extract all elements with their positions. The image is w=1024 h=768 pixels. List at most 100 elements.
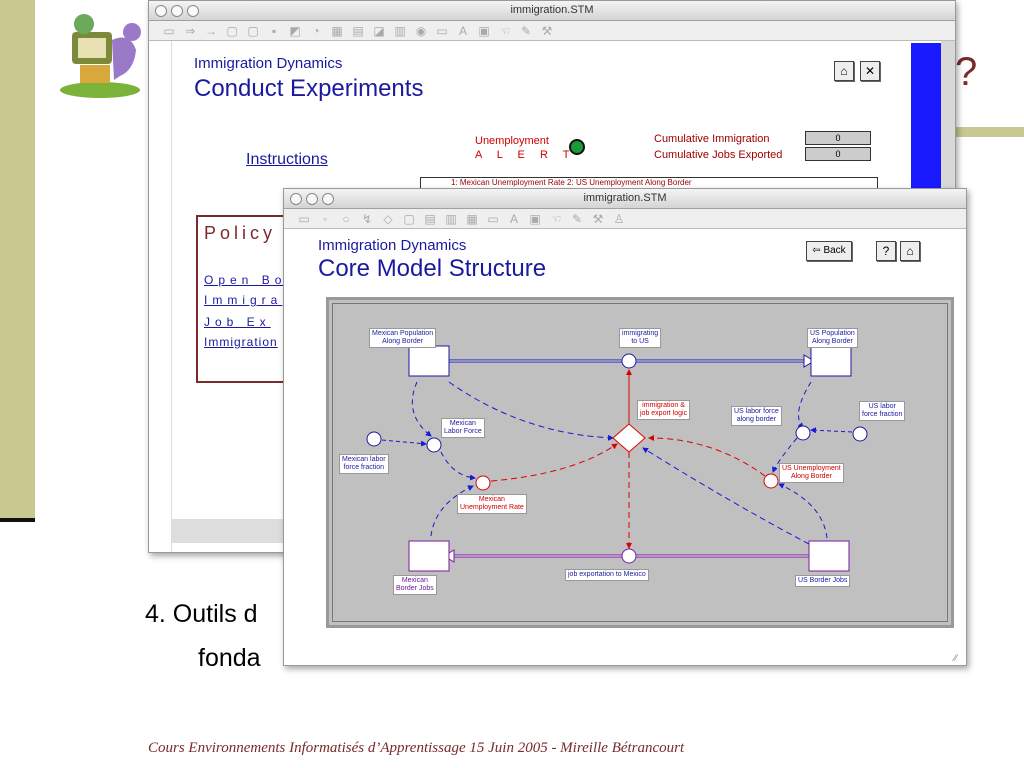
policy-link-open-border[interactable]: Open Bo [204, 273, 287, 287]
brush-tool-icon[interactable]: ✎ [520, 23, 532, 38]
label-us-labor-fraction: US labor force fraction [859, 401, 906, 421]
ghost-tool-icon[interactable]: ♙ [613, 211, 625, 226]
converter-logic[interactable] [612, 423, 646, 453]
window-titlebar[interactable]: immigration.STM [149, 1, 955, 21]
home-button[interactable]: ⌂ [834, 61, 854, 81]
tool-icon[interactable]: ▭ [298, 211, 310, 226]
us-labor-to-unemp-link [772, 437, 798, 473]
tool-icon[interactable]: ◉ [415, 23, 427, 38]
bullet-line-1: 4. Outils d [145, 600, 258, 628]
tool-icon[interactable]: ▥ [445, 211, 457, 226]
window-core-model-structure: immigration.STM ▭ ◦ ○ ↯ ◇ ▢ ▤ ▥ ▦ ▭ A ▣ … [283, 188, 967, 666]
text-tool-icon[interactable]: A [509, 211, 518, 226]
flow-valve-job-export[interactable] [621, 548, 637, 564]
tool-icon[interactable]: ▤ [424, 211, 436, 226]
tool-icon[interactable]: ▪ [271, 23, 277, 38]
page-title: Conduct Experiments [194, 75, 424, 102]
wand-tool-icon[interactable]: ⚒ [592, 211, 604, 226]
minimize-window-button[interactable] [306, 193, 318, 205]
label-us-labor-force: US labor force along border [731, 406, 782, 426]
mex-labor-to-unemp-link [440, 451, 476, 481]
stock-mexican-population[interactable] [408, 345, 450, 377]
tool-icon[interactable]: ◪ [373, 23, 385, 38]
label-us-population: US Population Along Border [807, 328, 858, 348]
tool-icon[interactable]: ▥ [394, 23, 406, 38]
stock-us-population[interactable] [810, 345, 852, 377]
tool-icon[interactable]: ○ [342, 211, 350, 226]
diagram-canvas: Mexican Population Along Border US Popul… [332, 303, 948, 622]
minimize-window-button[interactable] [171, 5, 183, 17]
zoom-window-button[interactable] [322, 193, 334, 205]
hand-tool-icon[interactable]: ☜ [550, 211, 562, 226]
resize-grip-icon[interactable]: ⁄⁄ [954, 653, 958, 663]
stock-us-jobs[interactable] [808, 540, 850, 572]
label-mexican-jobs: Mexican Border Jobs [393, 575, 437, 595]
tool-palette: ▭ ◦ ○ ↯ ◇ ▢ ▤ ▥ ▦ ▭ A ▣ ☜ ✎ ⚒ ♙ [284, 209, 966, 229]
alert-indicator [569, 139, 585, 155]
tool-icon[interactable]: ◦ [322, 211, 328, 226]
tool-icon[interactable]: ▦ [331, 23, 343, 38]
label-us-unemployment: US Unemployment Along Border [779, 463, 844, 483]
title-accent-rule [920, 127, 1024, 137]
tool-icon[interactable]: ▢ [247, 23, 259, 38]
close-button[interactable]: ✕ [860, 61, 880, 81]
tool-icon[interactable]: ▤ [352, 23, 364, 38]
tool-icon[interactable]: ⇒ [184, 23, 196, 38]
policy-link-job-export[interactable]: Job Ex [204, 315, 271, 329]
hand-tool-icon[interactable]: ☜ [499, 23, 511, 38]
help-button[interactable]: ? [876, 241, 896, 261]
tool-icon[interactable]: ▭ [436, 23, 448, 38]
converter-mexican-labor-fraction[interactable] [366, 431, 382, 447]
policy-link-immigration-2[interactable]: Immigration [204, 335, 278, 349]
policy-panel: Policy Open Bo Immigra Job Ex Immigratio… [196, 215, 326, 383]
us-pop-to-labor-link [797, 381, 812, 429]
home-icon: ⌂ [906, 244, 914, 258]
converter-mexican-labor-force[interactable] [426, 437, 442, 453]
unemployment-alert-label: Unemployment [475, 135, 549, 147]
back-button[interactable]: ⇦ Back [806, 241, 852, 261]
label-logic: immigration & job export logic [637, 400, 691, 420]
text-tool-icon[interactable]: A [458, 23, 467, 38]
alert-label: A L E R T [475, 149, 576, 161]
converter-us-labor-force[interactable] [795, 425, 811, 441]
tool-icon[interactable]: ▣ [529, 211, 541, 226]
converter-us-labor-fraction[interactable] [852, 426, 868, 442]
close-window-button[interactable] [155, 5, 167, 17]
instructions-link[interactable]: Instructions [246, 151, 328, 168]
tool-icon[interactable]: ▦ [466, 211, 478, 226]
tool-icon[interactable]: ◇ [383, 211, 393, 226]
flow-valve-immigrating[interactable] [621, 353, 637, 369]
tool-icon[interactable]: ▣ [478, 23, 490, 38]
counter-label: Cumulative Immigration [654, 133, 770, 145]
app-kicker: Immigration Dynamics [194, 55, 343, 72]
help-icon: ? [882, 244, 890, 258]
us-fraction-to-labor-link [810, 427, 853, 434]
page-title: Core Model Structure [318, 255, 547, 282]
label-us-jobs: US Border Jobs [795, 575, 851, 587]
tool-icon[interactable]: ◩ [289, 23, 301, 38]
app-kicker: Immigration Dynamics [318, 237, 467, 254]
tool-icon[interactable]: ▢ [226, 23, 238, 38]
tool-icon[interactable]: → [205, 23, 217, 38]
tool-icon[interactable]: ◔ [312, 23, 320, 38]
brush-tool-icon[interactable]: ✎ [571, 211, 583, 226]
label-job-export: job exportation to Mexico [565, 569, 649, 581]
tool-icon[interactable]: ↯ [361, 211, 373, 226]
tool-icon[interactable]: ▭ [163, 23, 175, 38]
tool-icon[interactable]: ▭ [487, 211, 499, 226]
converter-mexican-unemployment[interactable] [475, 475, 491, 491]
close-window-button[interactable] [290, 193, 302, 205]
left-accent-rule [0, 518, 35, 522]
us-jobs-to-unemp-link [778, 483, 828, 539]
window-titlebar[interactable]: immigration.STM [284, 189, 966, 209]
zoom-window-button[interactable] [187, 5, 199, 17]
tool-icon[interactable]: ▢ [403, 211, 415, 226]
stock-mexican-jobs[interactable] [408, 540, 450, 572]
home-button[interactable]: ⌂ [900, 241, 920, 261]
home-icon: ⌂ [840, 64, 848, 78]
close-icon: ✕ [864, 64, 876, 78]
policy-link-immigration[interactable]: Immigra [204, 293, 283, 307]
label-mexican-labor-force: Mexican Labor Force [441, 418, 485, 438]
converter-us-unemployment[interactable] [763, 473, 779, 489]
wand-tool-icon[interactable]: ⚒ [541, 23, 553, 38]
